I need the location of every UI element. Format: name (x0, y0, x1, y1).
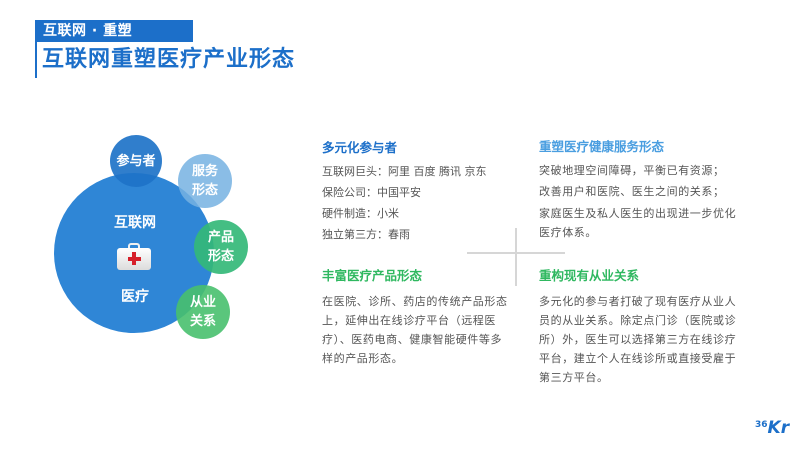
block-line: 改善用户和医院、医生之间的关系； (539, 185, 725, 198)
circle-participants: 参与者 (110, 135, 162, 187)
medical-kit-icon (117, 243, 151, 270)
block-text: 多元化的参与者打破了现有医疗从业人员的从业关系。除定点门诊（医院或诊所）外，医生… (539, 295, 737, 384)
block-title: 重塑医疗健康服务形态 (539, 139, 665, 154)
block-line: 突破地理空间障碍，平衡已有资源； (539, 164, 725, 177)
block-title: 丰富医疗产品形态 (322, 268, 423, 283)
block-text: 在医院、诊所、药店的传统产品形态上，延伸出在线诊疗平台（远程医疗）、医药电商、健… (322, 295, 508, 365)
block-line: 保险公司：中国平安 (322, 186, 421, 199)
circle-label: 形态 (191, 183, 218, 198)
center-label-top: 互联网 (114, 215, 156, 231)
block-title: 重构现有从业关系 (539, 268, 640, 283)
block-service: 重塑医疗健康服务形态 突破地理空间障碍，平衡已有资源； 改善用户和医院、医生之间… (539, 139, 744, 242)
brand-logo: 36Kr (755, 418, 789, 438)
center-label-bottom: 医疗 (121, 289, 149, 305)
section-tag: 互联网 · 重塑 (35, 20, 193, 42)
circle-label: 服务 (191, 164, 218, 179)
block-title: 多元化参与者 (322, 140, 398, 155)
block-product: 丰富医疗产品形态 在医院、诊所、药店的传统产品形态上，延伸出在线诊疗平台（远程医… (322, 268, 512, 368)
block-relation: 重构现有从业关系 多元化的参与者打破了现有医疗从业人员的从业关系。除定点门诊（医… (539, 268, 744, 387)
circle-label: 形态 (207, 249, 234, 264)
logo-sup: 36 (755, 420, 768, 430)
circle-label: 参与者 (116, 153, 156, 169)
circle-label: 产品 (207, 230, 234, 245)
page-title: 互联网重塑医疗产业形态 (42, 47, 296, 72)
circle-product: 产品 形态 (194, 220, 248, 274)
block-line: 家庭医生及私人医生的出现进一步优化医疗体系。 (539, 207, 737, 239)
logo-main: Kr (767, 418, 790, 438)
circle-relation: 从业 关系 (176, 285, 230, 339)
circle-service: 服务 形态 (178, 154, 232, 208)
circle-label: 关系 (189, 314, 216, 329)
block-participants: 多元化参与者 互联网巨头：阿里 百度 腾讯 京东 保险公司：中国平安 硬件制造：… (322, 140, 487, 245)
title-accent-bar (35, 42, 37, 78)
circle-label: 从业 (189, 295, 216, 310)
block-line: 独立第三方：春雨 (322, 228, 410, 241)
divider-vertical (515, 228, 517, 286)
block-line: 硬件制造：小米 (322, 207, 399, 220)
block-line: 互联网巨头：阿里 百度 腾讯 京东 (322, 165, 487, 178)
